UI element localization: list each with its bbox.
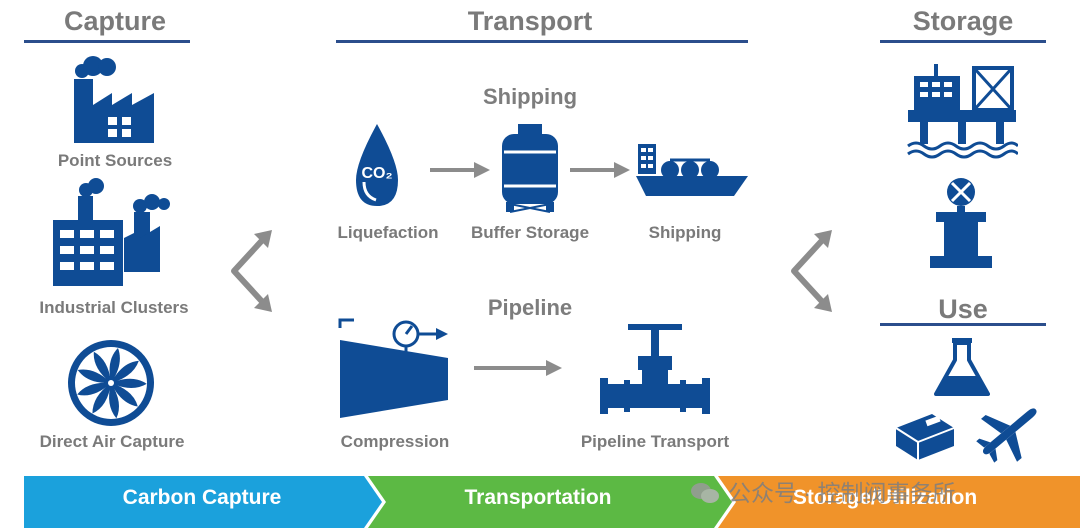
storage-tank-icon	[498, 122, 562, 214]
storage-title: Storage	[912, 6, 1014, 36]
banner-transportation-text: Transportation	[464, 486, 612, 509]
point-sources-label: Point Sources	[57, 151, 173, 170]
fan-icon	[66, 338, 156, 428]
banner-storage-segment	[718, 476, 1080, 528]
industrial-clusters-label: Industrial Clusters	[39, 298, 189, 317]
arrow-liquefaction-buffer	[428, 160, 492, 180]
watermark-text: 公众号 · 控制阀事务所	[690, 474, 955, 508]
shipping-subtitle: Shipping	[482, 84, 578, 109]
brick-icon	[892, 408, 958, 462]
branch-arrow-right	[784, 226, 836, 316]
banner-carbon-capture-text: Carbon Capture	[122, 486, 282, 509]
wellhead-icon	[928, 176, 994, 270]
banner-transport-segment	[368, 476, 732, 528]
use-rule	[880, 323, 1046, 326]
airplane-icon	[972, 400, 1046, 464]
watermark-label: 公众号 · 控制阀事务所	[728, 480, 956, 506]
wechat-icon	[690, 482, 720, 504]
banner-capture-segment	[24, 476, 382, 528]
factory-icon	[64, 55, 156, 145]
pipeline-subtitle: Pipeline	[487, 295, 573, 320]
banner-storage-text: Storage/Utilization	[792, 486, 978, 509]
droplet-icon	[352, 122, 402, 208]
flask-icon	[934, 336, 990, 398]
tanker-ship-icon	[634, 140, 750, 198]
direct-air-capture-label: Direct Air Capture	[39, 432, 185, 451]
compression-label: Compression	[340, 432, 450, 451]
industrial-cluster-icon	[48, 178, 176, 290]
co2-text: CO₂	[361, 165, 393, 182]
offshore-platform-icon	[906, 62, 1018, 160]
storage-rule	[880, 40, 1046, 43]
transport-rule	[336, 40, 748, 43]
capture-title: Capture	[63, 6, 166, 36]
buffer-storage-label: Buffer Storage	[470, 223, 590, 242]
arrow-compression-pipeline	[472, 358, 564, 378]
pipeline-transport-label: Pipeline Transport	[580, 432, 730, 451]
transport-title: Transport	[467, 6, 593, 36]
liquefaction-label: Liquefaction	[337, 223, 439, 242]
arrow-buffer-shipping	[568, 160, 632, 180]
compressor-icon	[336, 318, 452, 420]
use-title: Use	[938, 294, 988, 324]
process-banner	[0, 474, 1080, 530]
capture-rule	[24, 40, 190, 43]
pipeline-valve-icon	[598, 322, 712, 420]
shipping-label: Shipping	[648, 223, 722, 242]
branch-arrow-left	[224, 226, 276, 316]
